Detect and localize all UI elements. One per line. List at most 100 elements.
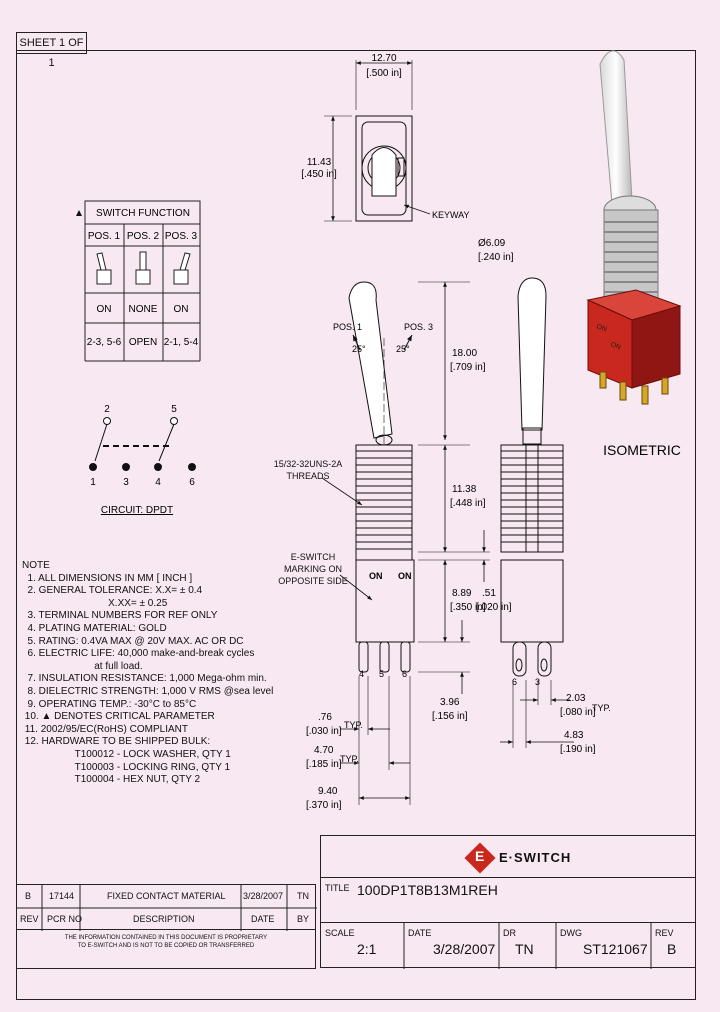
isometric-view: ON ON	[586, 50, 682, 405]
dim-body-in: [.350 in]	[450, 602, 486, 613]
svg-text:ON: ON	[595, 323, 607, 333]
threads-label: 15/32-32UNS-2A THREADS	[273, 459, 343, 481]
rev-value: B	[667, 941, 677, 957]
pos1-label: POS. 1	[333, 322, 362, 332]
dim-a-mm: .76	[318, 712, 332, 723]
eswitch-logo-text: E·SWITCH	[499, 850, 572, 865]
note-line: 1. ALL DIMENSIONS IN MM [ INCH ]	[22, 572, 193, 584]
rev-header-desc: DESCRIPTION	[133, 914, 195, 924]
note-line: 7. INSULATION RESISTANCE: 1,000 Mega-ohm…	[22, 673, 267, 685]
dr-value: TN	[515, 941, 534, 957]
top-height-in: [.450 in]	[301, 169, 337, 180]
sf-header-2: POS. 2	[127, 231, 160, 242]
sf-state-3: ON	[174, 304, 189, 315]
dim-e-in: [.190 in]	[560, 744, 596, 755]
sheet-label: SHEET 1 OF 1	[16, 32, 87, 69]
dwg-label: DWG	[560, 928, 582, 938]
dim-c-in: [.370 in]	[306, 800, 342, 811]
top-width-mm: 12.70	[371, 53, 396, 64]
front-pin-4: 4	[359, 669, 364, 679]
note-line: NOTE	[22, 560, 50, 571]
pin-5-label: 5	[171, 404, 177, 415]
rev-row-desc: FIXED CONTACT MATERIAL	[107, 891, 226, 901]
switch-function-title: SWITCH FUNCTION	[96, 208, 190, 219]
note-line: 6. ELECTRIC LIFE: 40,000 make-and-break …	[22, 648, 255, 660]
dim-gap-mm: .51	[482, 588, 496, 599]
dim-c-mm: 9.40	[318, 786, 338, 797]
revision-table: B 17144 FIXED CONTACT MATERIAL 3/28/2007…	[16, 884, 317, 931]
pin-6-label: 6	[189, 477, 195, 488]
dim-bush-mm: 11.38	[452, 484, 477, 495]
drawing-frame	[16, 50, 696, 1000]
notes-list: NOTE 1. ALL DIMENSIONS IN MM [ INCH ] 2.…	[22, 560, 307, 787]
circuit-diagram	[89, 417, 196, 471]
dim-term-in: [.156 in]	[432, 711, 468, 722]
dim-b-typ: TYP.	[340, 754, 359, 764]
on-right-marking: ON	[398, 571, 412, 581]
rev-header-pcr: PCR NO	[47, 914, 83, 924]
rev-row-date: 3/28/2007	[243, 891, 284, 901]
note-line: T100004 - HEX NUT, QTY 2	[22, 774, 201, 786]
dim-term-mm: 3.96	[440, 697, 460, 708]
sf-state-2: NONE	[129, 304, 158, 315]
sf-conn-2: OPEN	[129, 337, 157, 348]
side-view	[500, 277, 574, 748]
dim-lever-in: [.709 in]	[450, 362, 486, 373]
note-line: 5. RATING: 0.4VA MAX @ 20V MAX. AC OR DC	[22, 635, 244, 647]
sf-state-1: ON	[97, 304, 112, 315]
circuit-label: CIRCUIT: DPDT	[101, 505, 173, 516]
date-label: DATE	[408, 928, 432, 938]
top-height-mm: 11.43	[307, 157, 332, 168]
sf-header-3: POS. 3	[165, 231, 198, 242]
note-line: 8. DIELECTRIC STRENGTH: 1,000 V RMS @sea…	[22, 685, 274, 697]
dim-dia-in: [.240 in]	[478, 252, 514, 263]
dim-d-in: [.080 in]	[560, 707, 596, 718]
note-line: at full load.	[22, 660, 143, 672]
keyway-label: KEYWAY	[432, 210, 470, 220]
dr-label: DR	[503, 928, 516, 938]
title-info-row: SCALE 2:1 DATE 3/28/2007 DR TN DWG ST121…	[320, 922, 696, 969]
marking-label: E-SWITCH MARKING ON OPPOSITE SIDE	[278, 552, 348, 586]
dim-b-mm: 4.70	[314, 745, 334, 756]
top-view	[324, 60, 431, 222]
title-row: TITLE 100DP1T8B13M1REH	[320, 877, 696, 923]
rev-header-rev: REV	[20, 914, 39, 924]
note-line: T100003 - LOCKING RING, QTY 1	[22, 761, 231, 773]
side-pin-3: 3	[535, 677, 540, 687]
rev-row-rev: B	[25, 891, 32, 901]
note-line: 12. HARDWARE TO BE SHIPPED BULK:	[22, 736, 211, 748]
pos3-label: POS. 3	[404, 322, 433, 332]
pin-3-label: 3	[123, 477, 129, 488]
sf-conn-3: 2-1, 5-4	[164, 337, 199, 348]
part-title: 100DP1T8B13M1REH	[357, 882, 498, 898]
rev-header-date: DATE	[251, 914, 275, 924]
dim-a-in: [.030 in]	[306, 726, 342, 737]
pin-1-label: 1	[90, 477, 96, 488]
title-label: TITLE	[325, 883, 350, 893]
sf-header-1: POS. 1	[88, 231, 121, 242]
switch-function-table	[84, 200, 201, 362]
note-line: 2. GENERAL TOLERANCE: X.X= ± 0.4	[22, 585, 203, 597]
angle-right: 25°	[396, 344, 410, 354]
front-pin-6: 6	[402, 669, 407, 679]
note-line: 4. PLATING MATERIAL: GOLD	[22, 622, 167, 634]
scale-value: 2:1	[357, 941, 377, 957]
dwg-value: ST121067	[583, 941, 648, 957]
dim-body-mm: 8.89	[452, 588, 472, 599]
pin-4-label: 4	[155, 477, 161, 488]
note-line: X.XX= ± 0.25	[22, 597, 168, 609]
date-value: 3/28/2007	[433, 941, 496, 957]
note-line: 10. ▲ DENOTES CRITICAL PARAMETER	[22, 711, 215, 723]
dim-bush-in: [.448 in]	[450, 498, 486, 509]
svg-text:ON: ON	[609, 341, 621, 351]
note-line: 9. OPERATING TEMP.: -30°C to 85°C	[22, 698, 197, 710]
dim-d-mm: 2.03	[566, 693, 586, 704]
top-width-in: [.500 in]	[366, 68, 402, 79]
note-line: 11. 2002/95/EC(RoHS) COMPLIANT	[22, 723, 188, 735]
lever-position-icons	[96, 251, 191, 285]
front-pin-5: 5	[379, 669, 384, 679]
dim-gap-in: [.020 in]	[476, 602, 512, 613]
rev-label: REV	[655, 928, 674, 938]
logo-box: E E·SWITCH	[320, 835, 696, 878]
